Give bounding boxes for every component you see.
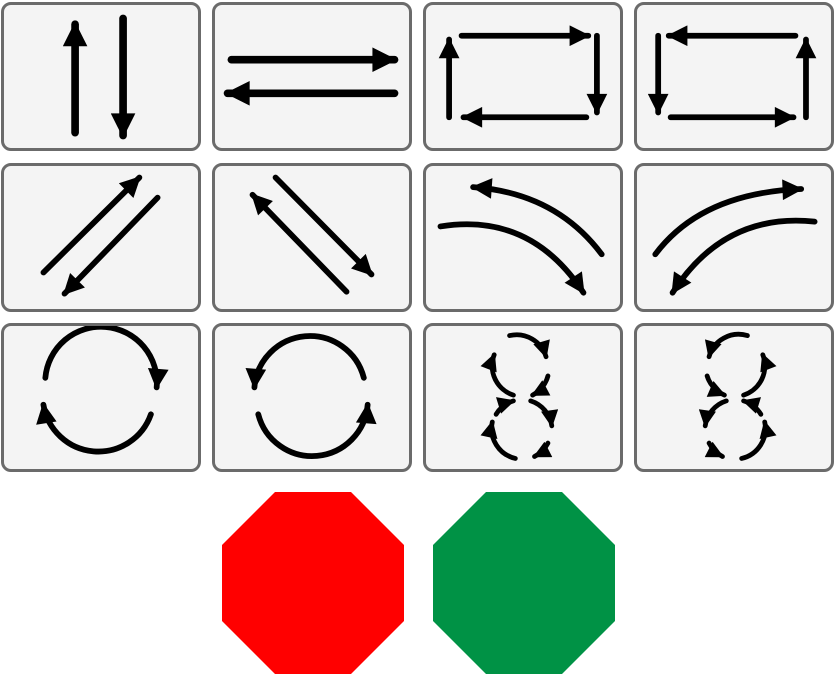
circular-counterclockwise-icon — [245, 333, 377, 459]
tile-circular-clockwise[interactable] — [1, 323, 201, 472]
circular-clockwise-icon — [36, 326, 169, 455]
vertical-opposite-arrows-icon — [62, 14, 136, 140]
tile-diagonal-up-right-opposite-arrows[interactable] — [1, 163, 201, 312]
tile-figure-eight-loop-reverse[interactable] — [634, 323, 834, 472]
tile-curved-opposite-arrows-left[interactable] — [634, 163, 834, 312]
green-octagon-icon — [433, 492, 615, 674]
figure-eight-loop-icon — [480, 332, 559, 461]
tile-horizontal-opposite-arrows[interactable] — [212, 2, 412, 151]
curved-opposite-arrows-right-icon — [437, 178, 605, 296]
rectangular-clockwise-loop-icon — [438, 25, 608, 128]
curved-opposite-arrows-left-icon — [652, 179, 818, 296]
tile-curved-opposite-arrows-right[interactable] — [423, 163, 623, 312]
figure-eight-loop-reverse-icon — [698, 331, 777, 461]
tile-circular-counterclockwise[interactable] — [212, 323, 412, 472]
tile-figure-eight-loop[interactable] — [423, 323, 623, 472]
stop-button[interactable] — [222, 492, 404, 674]
tile-rectangular-counterclockwise-loop[interactable] — [634, 2, 834, 151]
horizontal-opposite-arrows-icon — [223, 47, 399, 106]
tile-rectangular-clockwise-loop[interactable] — [423, 2, 623, 151]
go-button[interactable] — [433, 492, 615, 674]
tile-diagonal-down-right-opposite-arrows[interactable] — [212, 163, 412, 312]
tile-vertical-opposite-arrows[interactable] — [1, 2, 201, 151]
rectangular-counterclockwise-loop-icon — [647, 25, 817, 128]
diagonal-down-right-opposite-arrows-icon — [249, 174, 375, 295]
diagonal-up-right-opposite-arrows-icon — [40, 174, 161, 297]
red-octagon-icon — [222, 492, 404, 674]
